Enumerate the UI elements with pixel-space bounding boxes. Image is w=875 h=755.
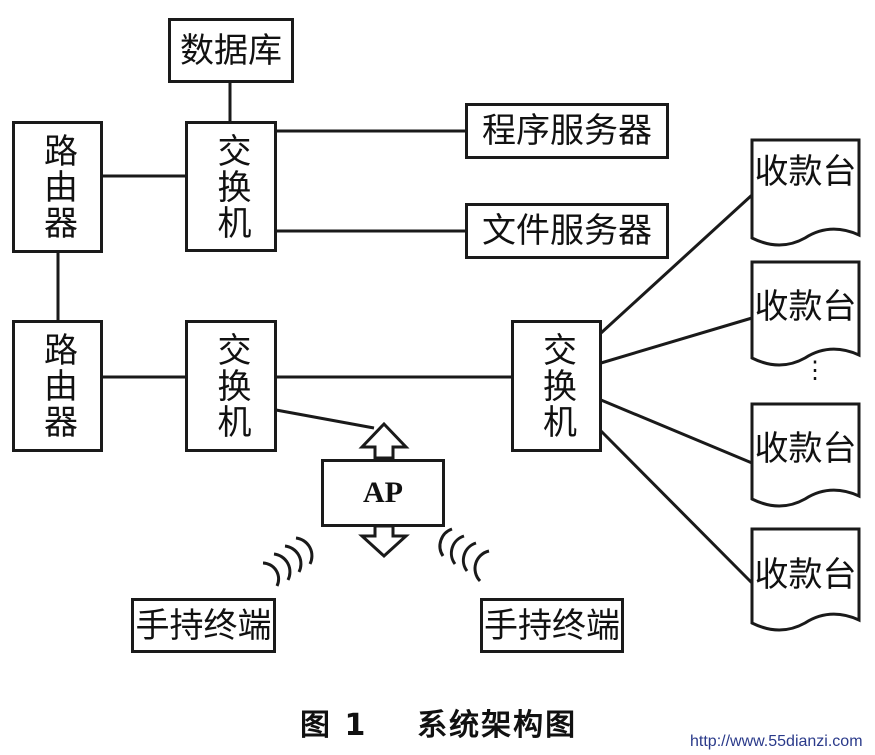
link-switch-register-4	[599, 429, 754, 585]
register-3-node: 收款台	[752, 432, 859, 466]
router-top-node: 路由器	[12, 121, 103, 253]
wireless-arc-left-1	[262, 561, 281, 587]
ap-up-arrow	[358, 421, 410, 460]
terminal-right-node: 手持终端	[480, 598, 624, 653]
link-switch-register-2	[600, 316, 753, 365]
register-shape-3	[750, 402, 861, 508]
terminal-left-node: 手持终端	[131, 598, 276, 653]
watermark: http://www.55dianzi.com	[690, 733, 863, 750]
database-label: 数据库	[180, 30, 282, 71]
wireless-arc-left-2	[273, 552, 292, 581]
register-1-label: 收款台	[754, 152, 857, 192]
file-server-node: 文件服务器	[465, 203, 669, 259]
program-server-node: 程序服务器	[465, 103, 669, 159]
register-2-node: 收款台	[752, 290, 859, 324]
wireless-arc-right-4	[473, 549, 490, 583]
router-bottom-node: 路由器	[12, 320, 103, 452]
register-1-node: 收款台	[752, 155, 859, 189]
switch-top-node: 交换机	[185, 121, 277, 252]
switch-middle-label: 交换机	[211, 332, 251, 440]
ap-down-arrow	[358, 524, 410, 559]
router-top-label: 路由器	[37, 133, 78, 241]
link-switch-register-1	[599, 193, 754, 335]
link-switch-register-3	[600, 398, 753, 465]
ap-label: AP	[363, 476, 403, 509]
register-shape-4	[750, 527, 861, 632]
wireless-arc-left-3	[284, 544, 303, 573]
wireless-arc-right-2	[449, 534, 465, 565]
figure-caption: 图 1 系统架构图	[300, 708, 578, 743]
terminal-left-label: 手持终端	[135, 605, 272, 646]
file-server-label: 文件服务器	[482, 211, 652, 251]
register-2-label: 收款台	[754, 287, 857, 327]
switch-right-label: 交换机	[536, 332, 577, 440]
register-4-node: 收款台	[752, 558, 859, 592]
wireless-arc-right-3	[461, 541, 477, 572]
register-3-label: 收款台	[754, 429, 857, 469]
register-4-label: 收款台	[754, 555, 857, 595]
switch-right-node: 交换机	[511, 320, 602, 452]
router-bottom-label: 路由器	[37, 332, 78, 440]
link-switch-ap	[275, 408, 375, 430]
register-shape-2	[750, 260, 861, 367]
switch-middle-node: 交换机	[185, 320, 277, 452]
program-server-label: 程序服务器	[482, 111, 652, 151]
database-node: 数据库	[168, 18, 294, 83]
switch-top-label: 交换机	[211, 132, 251, 241]
ap-node: AP	[321, 459, 445, 527]
register-shape-1	[750, 138, 861, 247]
more-registers-ellipsis: ⋮	[803, 356, 827, 384]
wireless-arc-right-1	[438, 527, 453, 557]
terminal-right-label: 手持终端	[484, 605, 620, 646]
wireless-arc-left-4	[295, 536, 314, 565]
